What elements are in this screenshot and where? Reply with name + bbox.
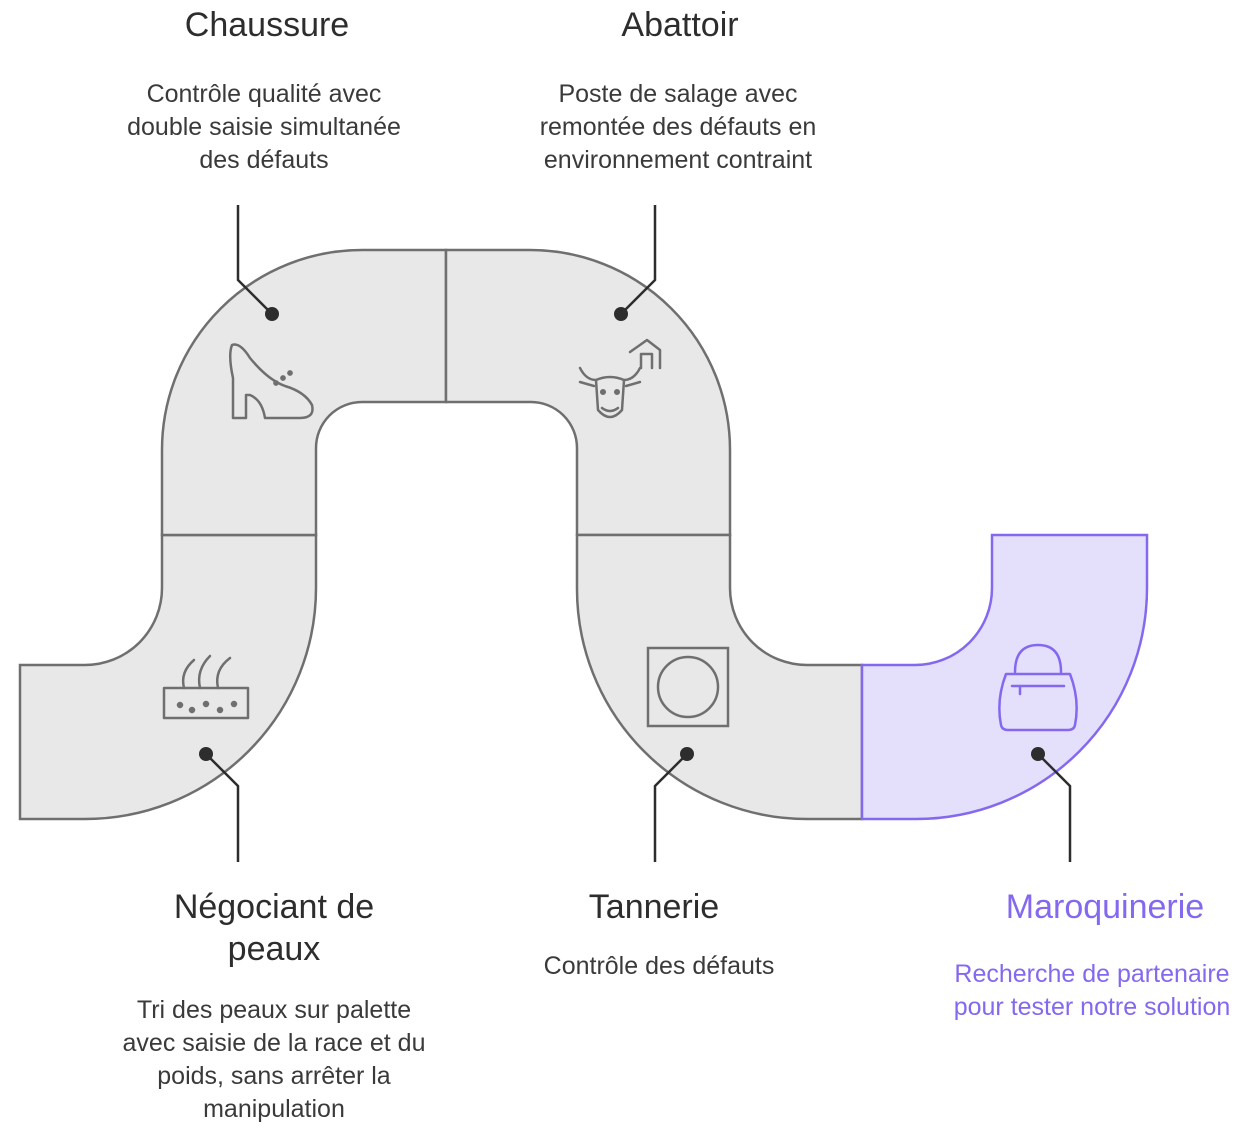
cow-slaughterhouse-icon (578, 338, 662, 419)
connector-tannerie (653, 753, 688, 862)
stage-title-chaussure: Chaussure (184, 6, 350, 44)
high-heel-shoe-icon (229, 343, 314, 420)
segment-abattoir (444, 248, 732, 537)
connector-dot-negociant (199, 747, 213, 761)
connector-negociant (205, 753, 240, 862)
segment-negociant (18, 533, 318, 821)
stage-title-negociant: Négociant de peaux (173, 888, 375, 968)
segment-chaussure (160, 248, 448, 537)
stage-description-negociant: Tri des peaux sur palette avec saisie de… (122, 996, 426, 1123)
stage-description-maroquinerie: Recherche de partenaire pour tester notr… (953, 960, 1231, 1021)
connector-dot-abattoir (614, 307, 628, 321)
handbag-icon (998, 643, 1078, 732)
connector-dot-tannerie (680, 747, 694, 761)
connector-abattoir (620, 205, 657, 315)
stage-description-tannerie: Contrôle des défauts (543, 952, 775, 980)
stage-description-chaussure: Contrôle qualité avec double saisie simu… (127, 80, 401, 174)
connector-chaussure (236, 205, 273, 315)
drum-square-icon (646, 646, 730, 728)
stage-title-abattoir: Abattoir (621, 6, 739, 44)
connector-dot-maroquinerie (1031, 747, 1045, 761)
stage-title-maroquinerie: Maroquinerie (1005, 888, 1205, 926)
connector-maroquinerie (1037, 753, 1072, 862)
segment-tannerie (575, 533, 864, 821)
stage-title-tannerie: Tannerie (588, 888, 720, 926)
skin-hair-layer-icon (162, 654, 250, 720)
stage-description-abattoir: Poste de salage avec remontée des défaut… (539, 80, 817, 174)
connector-dot-chaussure (265, 307, 279, 321)
